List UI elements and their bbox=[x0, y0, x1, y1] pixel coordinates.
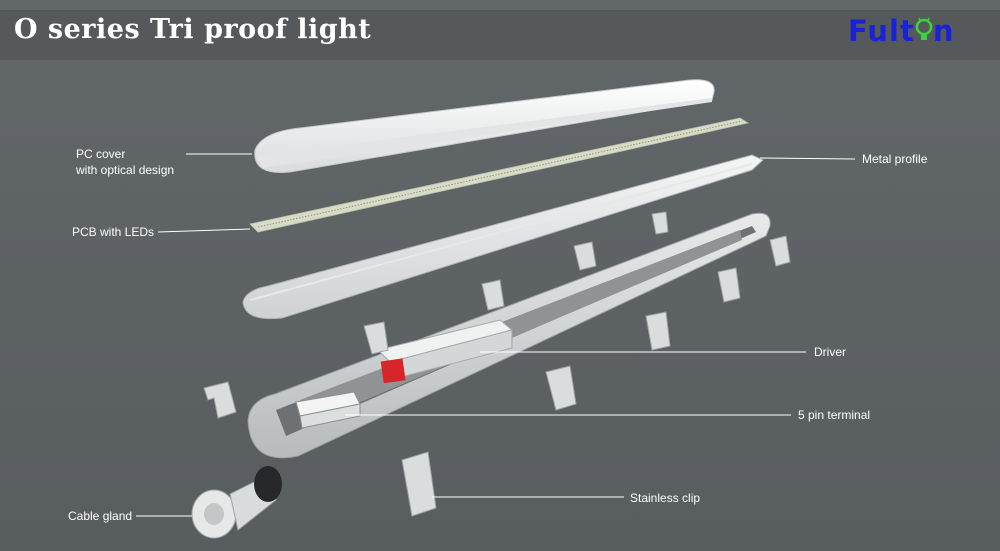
label-metal-profile: Metal profile bbox=[862, 152, 928, 166]
label-pcb-leds: PCB with LEDs bbox=[72, 225, 155, 239]
label-terminal: 5 pin terminal bbox=[798, 408, 871, 422]
pc-cover-rim bbox=[256, 98, 712, 168]
housing-inner bbox=[300, 230, 742, 426]
clips bbox=[203, 211, 791, 517]
red-connector bbox=[380, 358, 406, 384]
label-cable-gland: Cable gland bbox=[68, 509, 133, 523]
logo-text-pre: Fult bbox=[848, 14, 915, 48]
header-bar bbox=[0, 10, 1000, 60]
label-stainless-clip: Stainless clip bbox=[630, 491, 701, 505]
lightbulb-icon bbox=[915, 17, 933, 40]
pcb-board bbox=[249, 117, 750, 233]
label-pc-cover: PC cover with optical design bbox=[76, 147, 175, 177]
page-title: O series Tri proof light bbox=[14, 14, 372, 45]
leader-lines bbox=[136, 153, 856, 517]
brand-logo: Fult n bbox=[848, 14, 954, 48]
logo-text-post: n bbox=[932, 14, 955, 48]
metal-profile bbox=[242, 154, 764, 320]
label-driver: Driver bbox=[814, 345, 846, 359]
metal-profile-edge bbox=[249, 163, 753, 301]
cable-gland bbox=[191, 466, 282, 539]
